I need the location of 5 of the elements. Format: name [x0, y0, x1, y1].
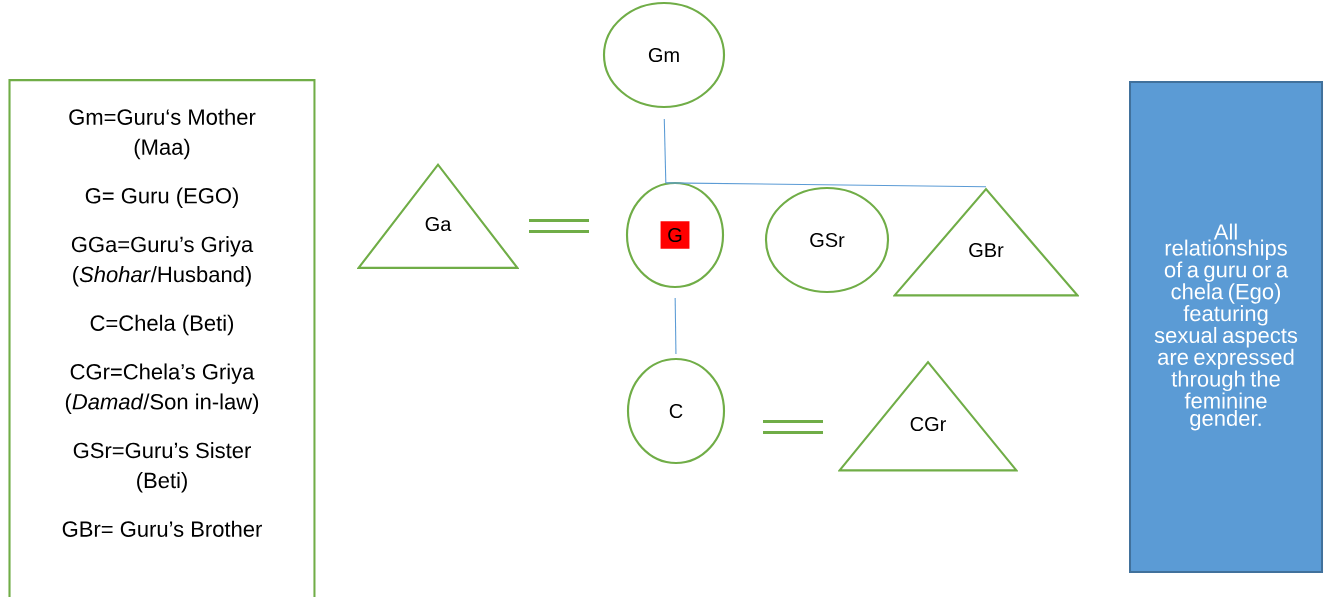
- connector-line: [665, 182, 987, 188]
- connector-line: [674, 297, 677, 355]
- note-box: All relationships of a guru or a chela (Ego) featuring sexual aspects are expressed through the feminine gender.: [1129, 81, 1323, 573]
- key-box: Gm=Guru‘s Mother (Maa) G= Guru (EGO) GGa=Guru’s Griya (Shohar/Husband) C=Chela (Beti) CGr=Chela’s Griya (Damad/Son in-law) GSr=Guru’s Sister (Beti) GBr= Guru’s Brother: [8, 79, 316, 597]
- connector-line: [663, 118, 667, 184]
